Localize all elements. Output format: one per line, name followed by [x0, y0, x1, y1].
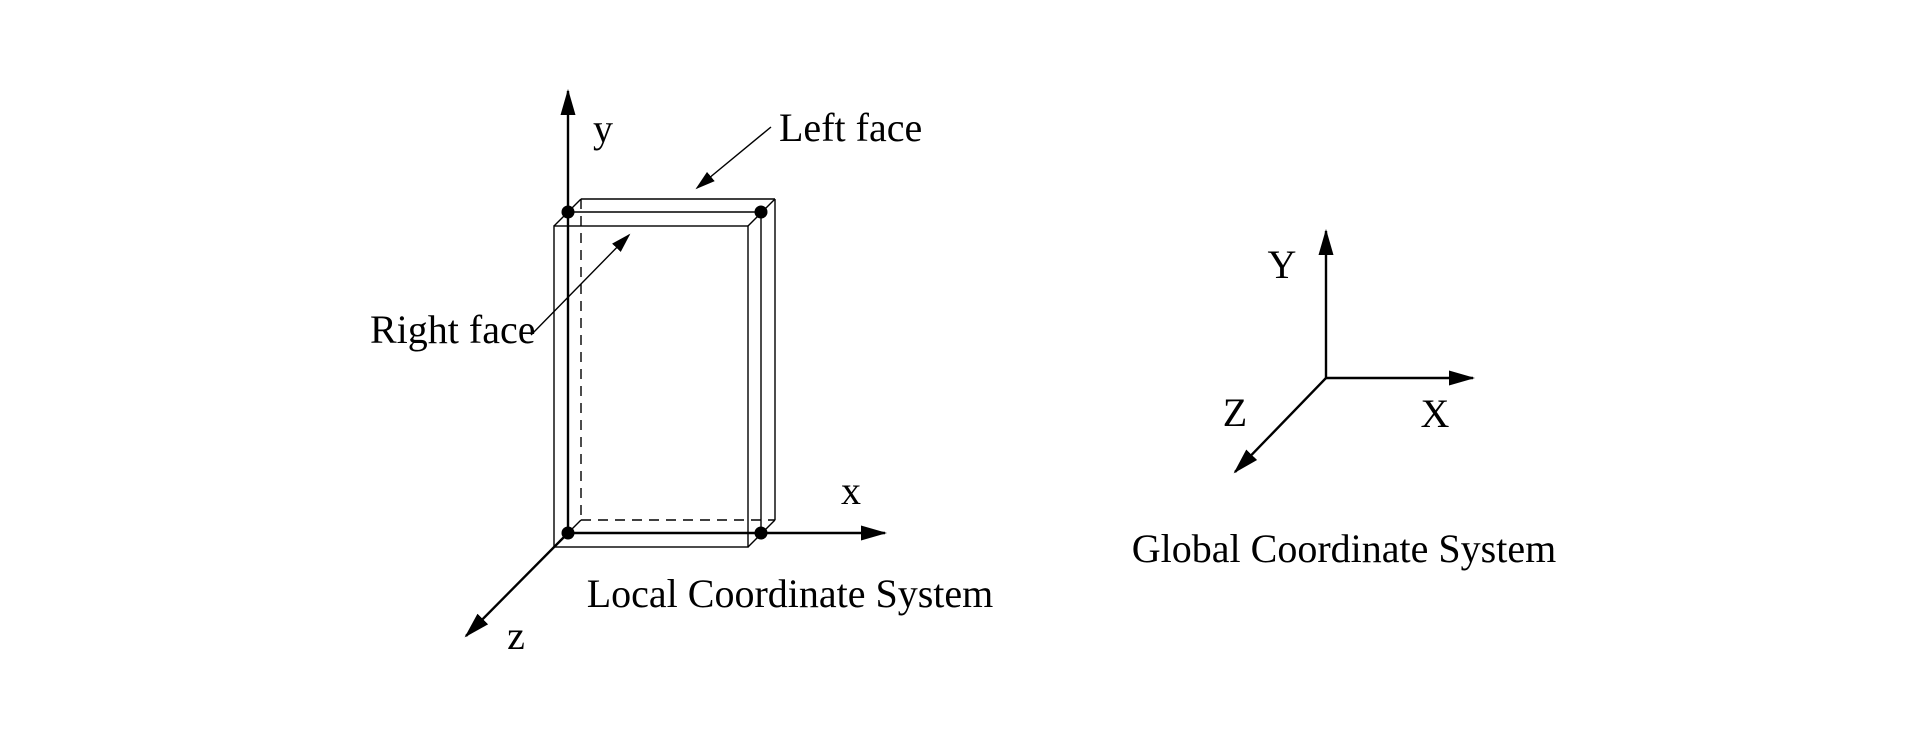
global-diagram-caption: Global Coordinate System: [1132, 526, 1556, 571]
global-axes: Y X Z: [1223, 229, 1475, 474]
local-axes: y x z: [464, 89, 887, 658]
shell-element-box: [553, 198, 776, 548]
local-z-axis-arrow: [464, 532, 569, 638]
plate-front-face-edge: [553, 225, 749, 548]
global-z-axis-arrow: [1233, 377, 1327, 474]
right-face-label: Right face: [370, 307, 536, 352]
left-face-leader-arrow: [695, 126, 772, 190]
global-z-axis-label: Z: [1223, 390, 1247, 435]
global-x-axis-label: X: [1421, 391, 1450, 436]
global-coordinate-diagram: Y X Z Global Coordinate System: [1132, 229, 1556, 571]
local-x-axis-label: x: [841, 468, 861, 513]
left-face-label: Left face: [779, 105, 922, 150]
global-y-axis-label: Y: [1268, 242, 1297, 287]
local-coordinate-diagram: y x z Left face Right face Local Coordin…: [370, 89, 994, 658]
right-face-leader-arrow: [530, 233, 631, 336]
local-y-axis-label: y: [593, 106, 613, 151]
local-diagram-caption: Local Coordinate System: [587, 571, 994, 616]
local-z-axis-label: z: [507, 613, 525, 658]
corner-node-dot-top-right: [754, 205, 768, 219]
face-annotations: Left face Right face: [370, 105, 922, 352]
